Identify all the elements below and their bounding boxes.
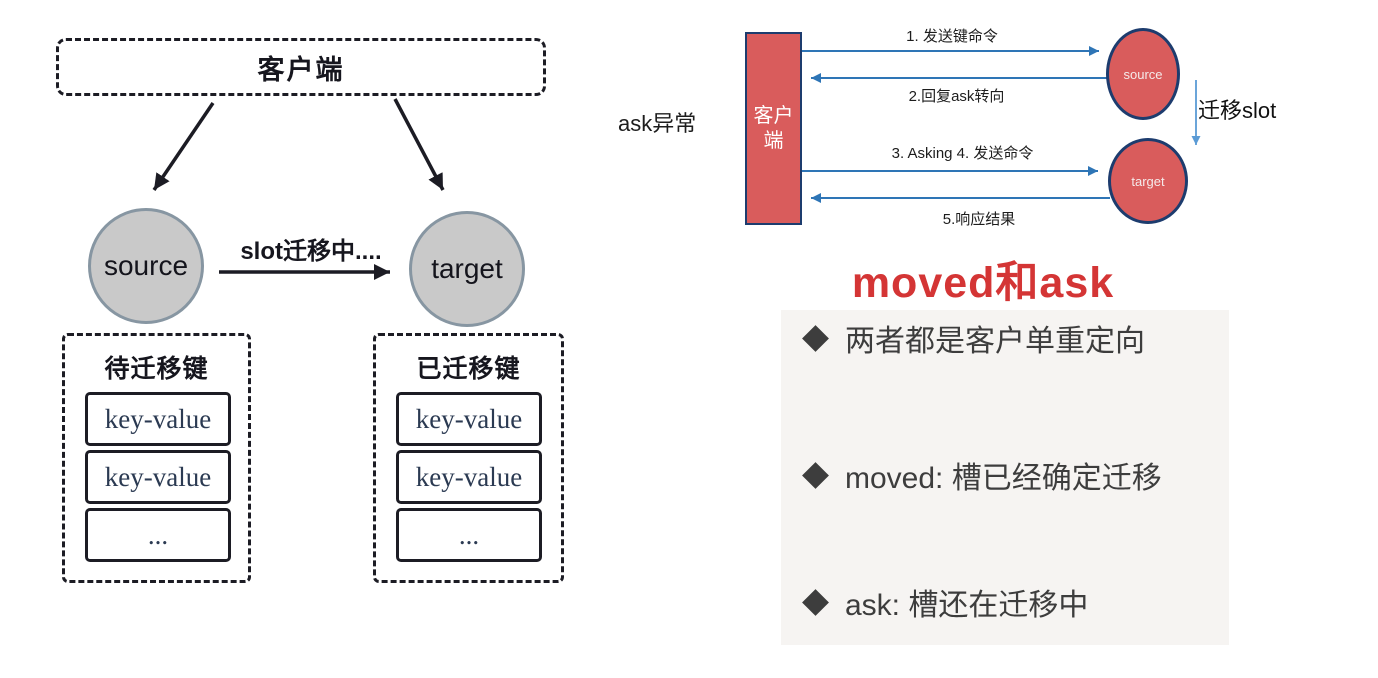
migrated-keys-store: 已迁移键 key-value key-value ... xyxy=(373,333,564,583)
pending-kv-item: key-value xyxy=(85,450,231,504)
sequence-source-label: source xyxy=(1123,66,1163,82)
sequence-client-label-line1: 客户 xyxy=(753,104,794,127)
target-node: target xyxy=(409,211,525,327)
sequence-client-label-line2: 端 xyxy=(763,129,784,152)
client-to-target-arrow xyxy=(393,98,445,191)
pending-keys-title: 待迁移键 xyxy=(104,355,209,383)
client-box-label: 客户端 xyxy=(257,54,345,85)
msg4-label: 5.响应结果 xyxy=(942,211,1016,228)
bullet-item: moved: 槽已经确定迁移 xyxy=(802,454,1162,496)
migrated-keys-title: 已迁移键 xyxy=(416,355,521,383)
notes-title: moved和ask xyxy=(851,259,1115,307)
bullet-item: ask: 槽还在迁移中 xyxy=(802,581,1089,623)
diamond-bullet-icon xyxy=(802,324,829,352)
sequence-target-label: target xyxy=(1131,173,1165,189)
client-to-source-arrow xyxy=(152,102,215,191)
migrate-slot-label: 迁移slot xyxy=(1198,98,1277,123)
notes-panel xyxy=(781,310,1229,645)
bullet-item: 两者都是客户单重定向 xyxy=(802,317,1145,359)
diamond-bullet-icon xyxy=(802,588,829,616)
msg1-label: 1. 发送键命令 xyxy=(906,28,998,45)
bullet-text: 两者都是客户单重定向 xyxy=(845,325,1145,358)
migrated-kv-item: key-value xyxy=(396,392,542,446)
msg3-label: 3. Asking 4. 发送命令 xyxy=(891,145,1034,162)
msg2-label: 2.回复ask转向 xyxy=(908,88,1005,105)
sequence-target-node: target xyxy=(1108,138,1188,224)
pending-keys-store: 待迁移键 key-value key-value ... xyxy=(62,333,251,583)
sequence-client-node: 客户 端 xyxy=(745,32,802,225)
migrated-kv-item: key-value xyxy=(396,450,542,504)
migrated-kv-item-ellipsis: ... xyxy=(396,508,542,562)
bullet-text: moved: 槽已经确定迁移 xyxy=(845,462,1162,495)
diamond-bullet-icon xyxy=(802,461,829,489)
target-node-label: target xyxy=(431,253,503,284)
pending-kv-item: key-value xyxy=(85,392,231,446)
source-node-label: source xyxy=(103,250,189,281)
pending-kv-item-ellipsis: ... xyxy=(85,508,231,562)
sequence-source-node: source xyxy=(1106,28,1180,120)
client-box: 客户端 xyxy=(56,38,546,96)
slot-migrating-label: slot迁移中.... xyxy=(240,238,382,265)
source-node: source xyxy=(88,208,204,324)
bullet-text: ask: 槽还在迁移中 xyxy=(845,589,1089,622)
ask-exception-label: ask异常 xyxy=(618,111,697,136)
